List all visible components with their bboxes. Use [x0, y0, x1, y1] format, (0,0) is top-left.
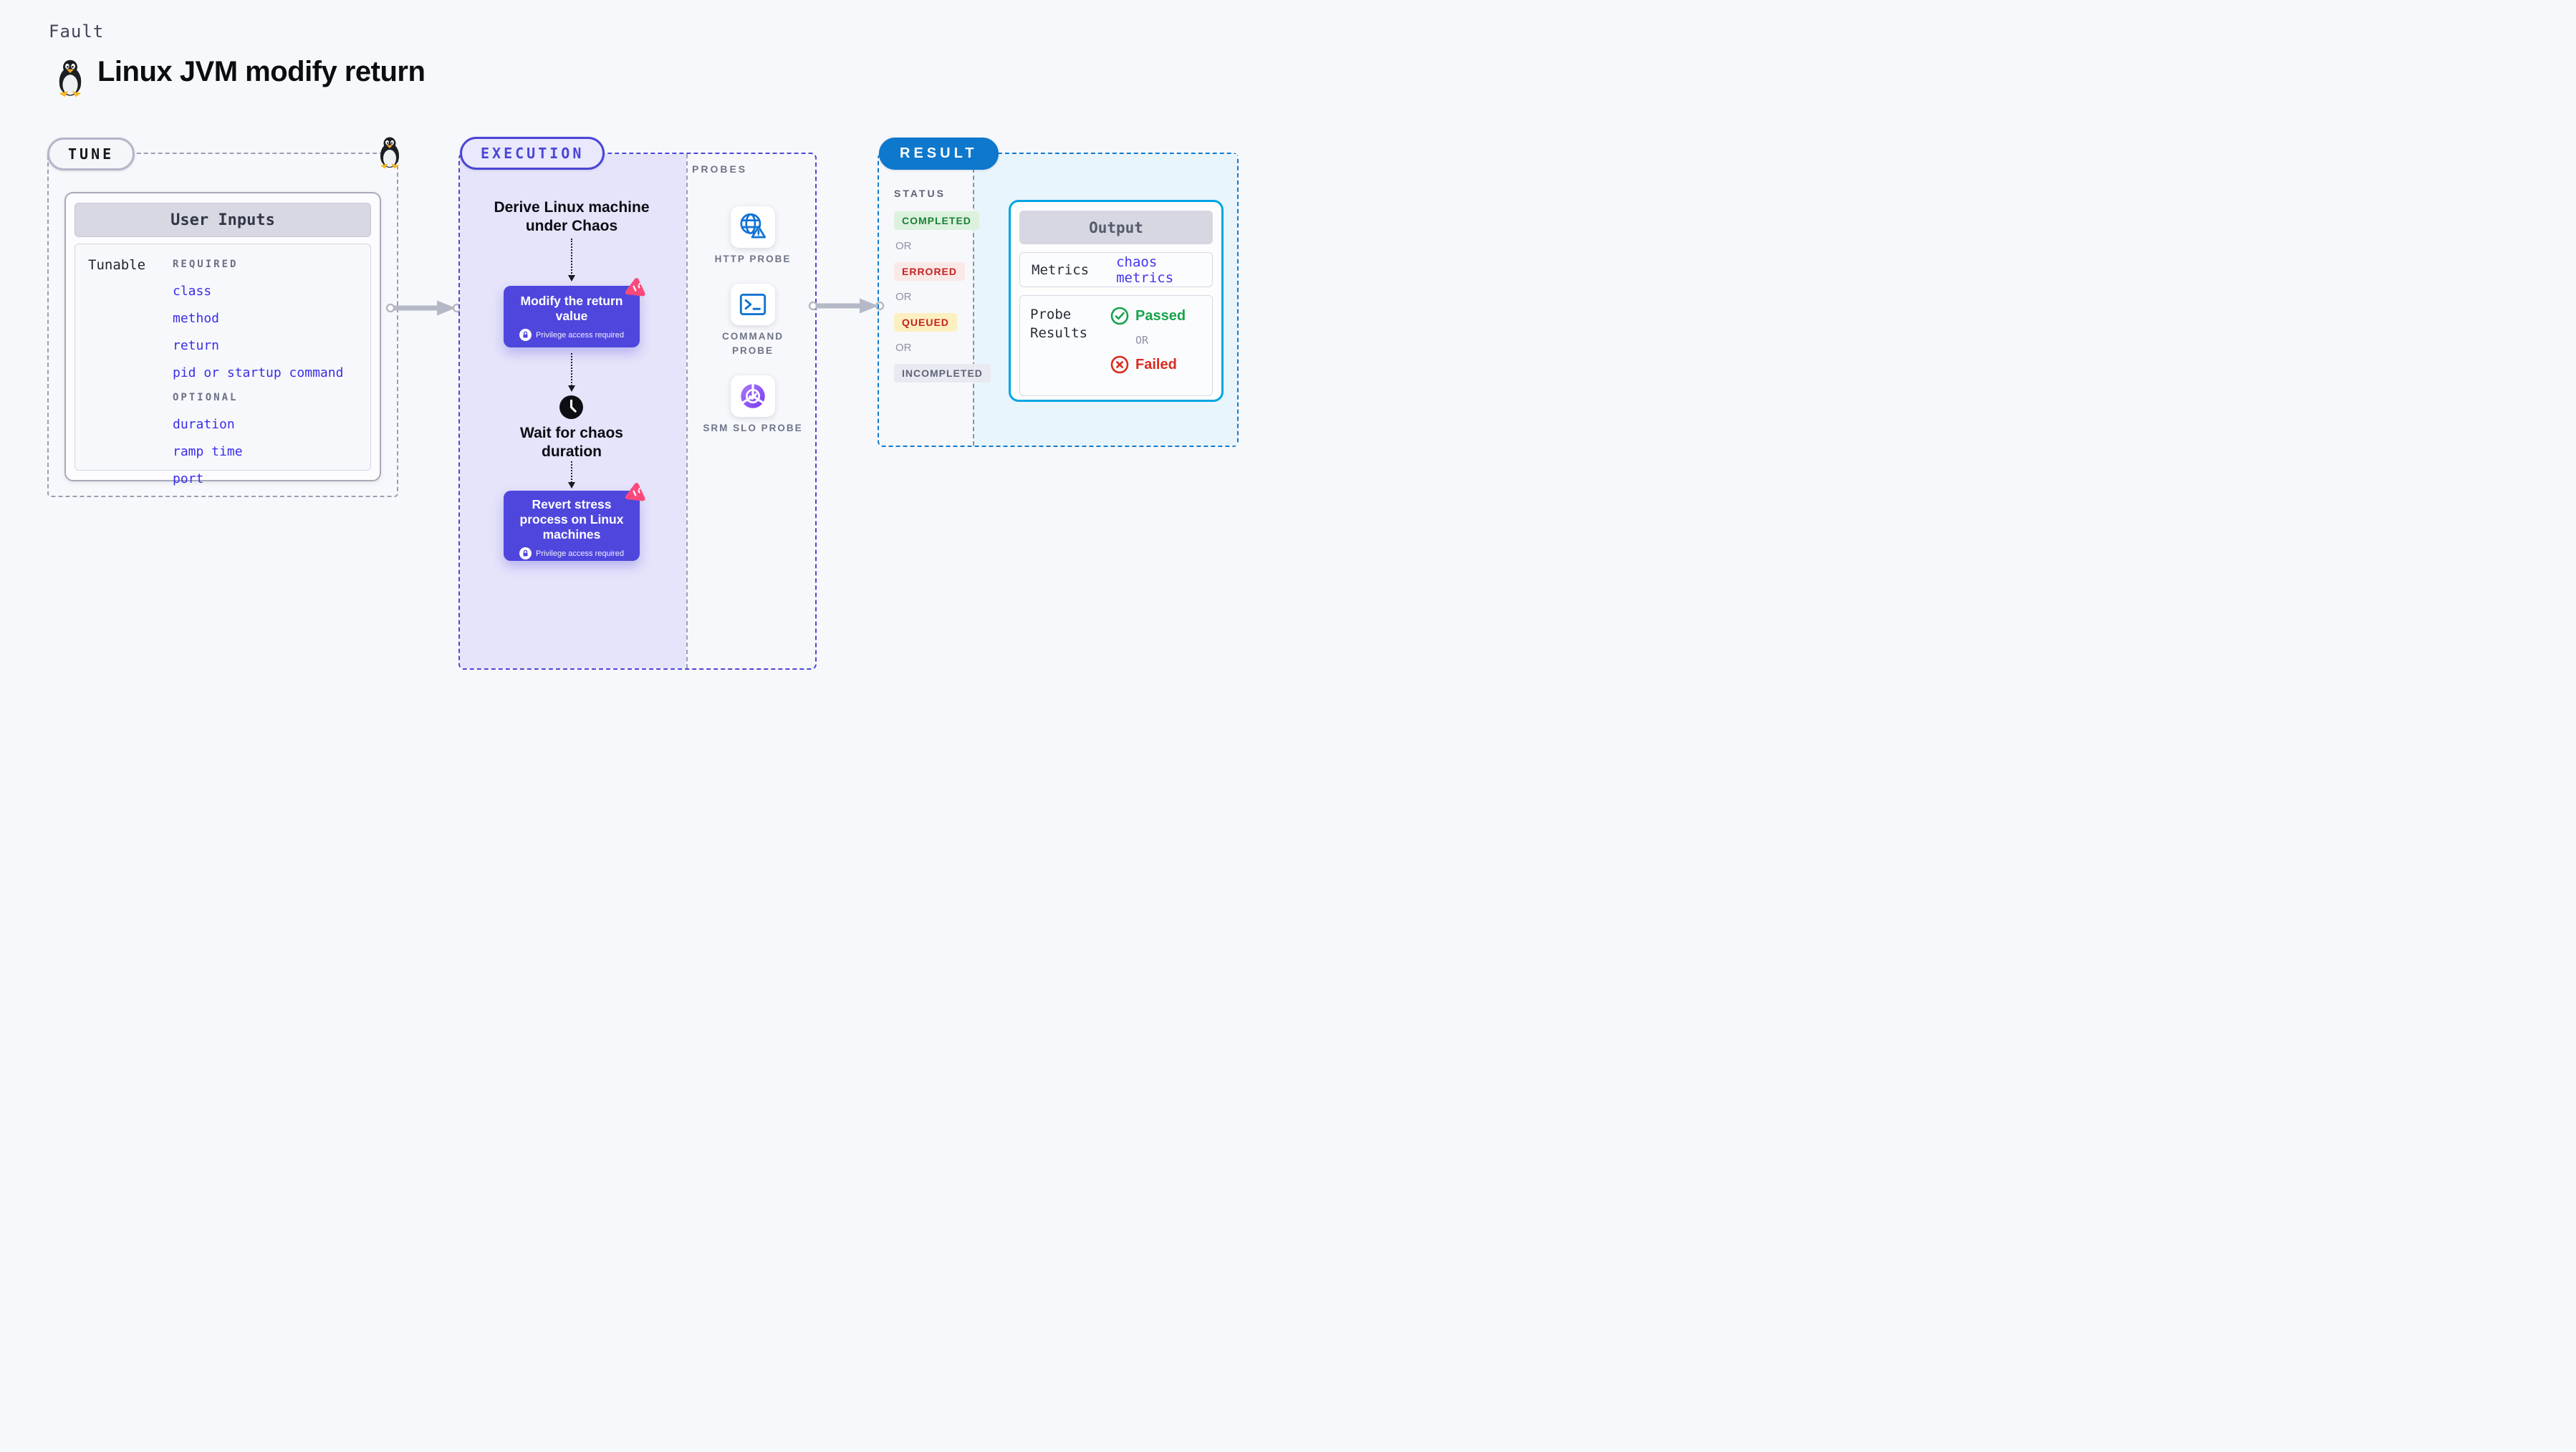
param-link-port[interactable]: port	[173, 471, 204, 486]
tune-to-execution-arrow-icon	[385, 300, 462, 316]
check-circle-icon	[1110, 307, 1129, 325]
globe-warning-icon	[740, 213, 766, 239]
execution-pill: EXECUTION	[460, 137, 605, 170]
tune-section	[47, 153, 398, 497]
param-link-return[interactable]: return	[173, 338, 220, 353]
status-badge-queued: QUEUED	[894, 313, 957, 332]
failed-label: Failed	[1135, 356, 1177, 372]
param-link-class[interactable]: class	[173, 284, 212, 299]
result-pill: RESULT	[879, 138, 999, 170]
tunable-params: REQUIRED class method return pid or star…	[173, 256, 344, 486]
modify-return-step: Modify the return value Privilege access…	[504, 278, 645, 347]
output-title: Output	[1019, 211, 1213, 244]
or-separator: OR	[895, 240, 912, 252]
probes-label: PROBES	[692, 163, 748, 175]
srm-slo-probe-label: SRM SLO PROBE	[703, 423, 803, 433]
chaos-logo-icon	[625, 278, 645, 297]
flow-connector-1	[567, 239, 575, 282]
probe-results-values: Passed OR Failed	[1110, 305, 1186, 386]
flow-connector-3	[567, 461, 575, 489]
param-link-method[interactable]: method	[173, 311, 220, 326]
param-link-duration[interactable]: duration	[173, 417, 235, 432]
modify-step-label: Modify the return value	[520, 294, 623, 323]
command-probe-card	[731, 284, 775, 325]
probe-results-row: Probe Results Passed OR Failed	[1019, 295, 1213, 396]
page-title: Linux JVM modify return	[97, 56, 426, 87]
metrics-row: Metrics chaos metrics	[1019, 252, 1213, 287]
status-badge-completed: COMPLETED	[894, 211, 979, 230]
required-label: REQUIRED	[173, 259, 239, 270]
chaos-logo-icon	[625, 483, 645, 501]
tunable-row-label: Tunable	[88, 257, 146, 273]
slo-pie-check-icon	[741, 383, 765, 408]
user-inputs-title: User Inputs	[75, 203, 371, 237]
status-list: COMPLETED OR ERRORED OR QUEUED OR INCOMP…	[894, 211, 991, 383]
passed-label: Passed	[1135, 307, 1186, 324]
tune-pill: TUNE	[47, 138, 135, 170]
output-panel: Output Metrics chaos metrics Probe Resul…	[1009, 200, 1224, 402]
status-badge-incompleted: INCOMPLETED	[894, 364, 991, 383]
srm-slo-probe-card	[731, 375, 775, 417]
status-label: STATUS	[894, 188, 946, 199]
terminal-icon	[739, 293, 766, 316]
revert-step-label: Revert stress process on Linux machines	[519, 497, 624, 542]
metrics-label: Metrics	[1032, 261, 1090, 278]
wait-step-label: Wait for chaos duration	[520, 425, 623, 460]
status-badge-errored: ERRORED	[894, 262, 966, 281]
fault-kicker: Fault	[49, 21, 105, 42]
command-probe-label: COMMAND PROBE	[722, 331, 784, 356]
privilege-note: Privilege access required	[536, 549, 624, 558]
flow-connector-2	[567, 353, 575, 392]
param-link-ramp-time[interactable]: ramp time	[173, 444, 243, 459]
or-separator: OR	[895, 291, 912, 303]
probes-divider	[686, 154, 688, 668]
user-inputs-card: User Inputs Tunable REQUIRED class metho…	[64, 192, 381, 486]
lock-icon	[519, 547, 532, 559]
http-probe-card	[731, 206, 775, 248]
param-link-pid-or-startup-command[interactable]: pid or startup command	[173, 365, 344, 380]
http-probe-label: HTTP PROBE	[714, 254, 792, 264]
revert-stress-step: Revert stress process on Linux machines …	[504, 483, 645, 561]
privilege-note: Privilege access required	[536, 330, 624, 340]
or-separator: OR	[1135, 334, 1149, 347]
chaos-metrics-link[interactable]: chaos metrics	[1116, 254, 1174, 286]
lock-icon	[519, 329, 532, 341]
x-circle-icon	[1110, 355, 1129, 374]
probe-results-label: Probe Results	[1030, 307, 1088, 341]
execution-to-result-arrow-icon	[808, 298, 885, 314]
clock-icon	[559, 395, 583, 419]
tux-penguin-icon-small	[380, 137, 399, 169]
derive-step-label: Derive Linux machine under Chaos	[494, 199, 650, 234]
or-separator: OR	[895, 342, 912, 354]
chaos-fault-diagram: Fault Linux JVM modify return TUNE User …	[0, 0, 1288, 726]
tunable-table: Tunable REQUIRED class method return pid…	[75, 244, 371, 486]
tux-penguin-icon	[59, 59, 82, 97]
optional-label: OPTIONAL	[173, 392, 239, 403]
